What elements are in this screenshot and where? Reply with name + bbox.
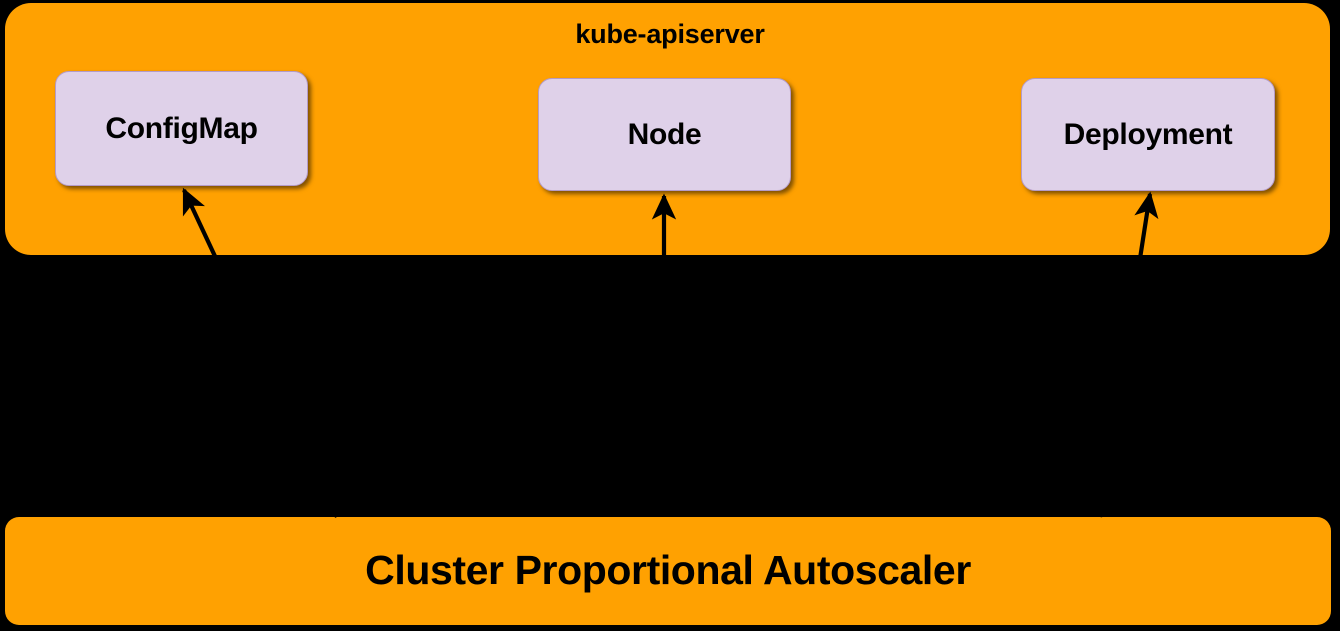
resource-box-node[interactable]: Node	[538, 78, 791, 191]
resource-box-configmap[interactable]: ConfigMap	[55, 71, 308, 186]
cluster-proportional-autoscaler-title: Cluster Proportional Autoscaler	[365, 547, 971, 593]
cluster-proportional-autoscaler-panel	[5, 517, 1331, 625]
resource-label-configmap: ConfigMap	[105, 111, 258, 145]
resource-label-deployment: Deployment	[1063, 117, 1233, 151]
resource-label-node: Node	[627, 117, 702, 151]
resource-box-deployment[interactable]: Deployment	[1021, 78, 1275, 191]
kube-apiserver-title: kube-apiserver	[575, 19, 765, 49]
